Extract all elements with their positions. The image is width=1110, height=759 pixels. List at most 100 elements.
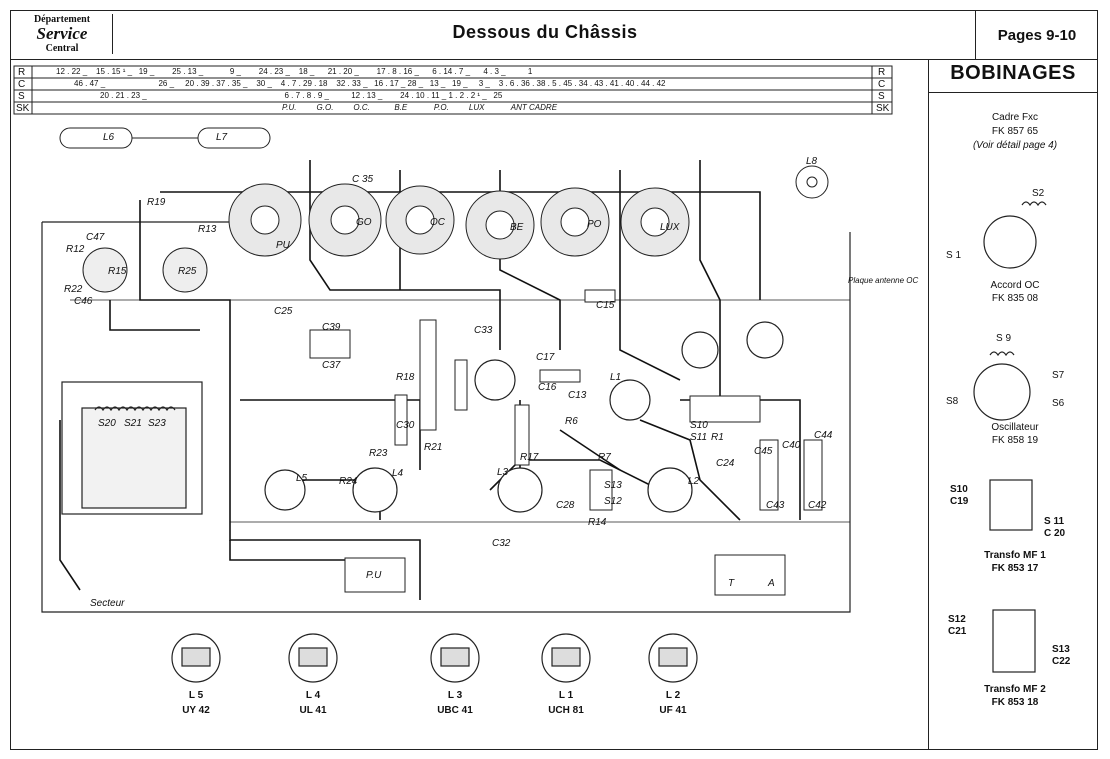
label-pu-switch: PU: [276, 240, 290, 251]
divider: [928, 92, 1098, 93]
label-c46: C46: [74, 296, 93, 307]
header: Département Service Central: [10, 10, 1098, 60]
mf1-s10: S10: [950, 484, 968, 495]
code-row-sk-codes: P.U. G.O. O.C. B.E P.O. LUX ANT CADRE: [282, 103, 558, 112]
tube-l3-ref: L 3: [447, 690, 463, 701]
tube-l4-type: UL 41: [299, 705, 327, 716]
osc-s6: S6: [1052, 398, 1065, 409]
label-r15: R15: [108, 266, 127, 277]
mf1-ref: FK 853 17: [991, 563, 1039, 574]
label-lux: LUX: [660, 222, 680, 233]
label-r6: R6: [565, 416, 578, 427]
label-po: PO: [587, 219, 602, 230]
code-row-s-codes: 20 . 21 . 23 _ 6 . 7 . 8 . 9 _ 12 . 13 _…: [100, 91, 503, 100]
label-oc: OC: [430, 217, 445, 228]
accord-s2: S2: [1032, 188, 1045, 199]
code-row-r-label: R: [18, 67, 26, 78]
code-row-r-codes: 12 . 22 _ 15 . 15 ¹ _ 19 _ 25 . 13 _ 9 _…: [56, 67, 533, 76]
mf1-name: Transfo MF 1: [984, 550, 1046, 561]
code-row-c-label: C: [18, 79, 26, 90]
osc-ref: FK 858 19: [991, 435, 1039, 446]
label-l2: L2: [688, 476, 700, 487]
label-plaque: Plaque antenne OC: [848, 276, 919, 285]
label-r18: R18: [396, 372, 415, 383]
dept-line-3: Central: [45, 43, 79, 54]
label-c28: C28: [556, 500, 575, 511]
bobinages-title: BOBINAGES: [950, 62, 1076, 84]
label-c39: C39: [322, 322, 341, 333]
label-s11: S11: [690, 432, 708, 443]
label-r23: R23: [369, 448, 388, 459]
label-c33: C33: [474, 325, 493, 336]
tube-l3-type: UBC 41: [437, 705, 473, 716]
accord-s1: S 1: [946, 250, 962, 261]
accord-name: Accord OC: [990, 280, 1040, 291]
label-l7: L7: [216, 132, 228, 143]
code-row-sk-label: SK: [16, 103, 30, 114]
label-c45: C45: [754, 446, 773, 457]
label-s20: S20: [98, 418, 116, 429]
label-r22: R22: [64, 284, 83, 295]
label-l1: L1: [610, 372, 622, 383]
accord-ref: FK 835 08: [991, 293, 1039, 304]
label-s13: S13: [604, 480, 622, 491]
label-c43: C43: [766, 500, 785, 511]
label-c32: C32: [492, 538, 511, 549]
label-s10: S10: [690, 420, 708, 431]
department-block: Département Service Central: [12, 14, 113, 54]
dept-line-1: Département: [33, 14, 91, 25]
label-secteur: Secteur: [90, 598, 125, 609]
mf1-c19: C19: [950, 496, 969, 507]
label-l4: L4: [392, 468, 404, 479]
page-numbers: Pages 9-10: [975, 10, 1098, 60]
label-c30: C30: [396, 420, 415, 431]
label-r14: R14: [588, 517, 607, 528]
cadre-line-2: FK 857 65: [991, 126, 1039, 137]
label-pu-socket: P.U: [366, 570, 382, 581]
label-c15: C15: [596, 300, 615, 311]
label-c42: C42: [808, 500, 827, 511]
label-c47: C47: [86, 232, 105, 243]
mf1-c20: C 20: [1044, 528, 1066, 539]
label-l3: L3: [497, 467, 509, 478]
label-r13: R13: [198, 224, 217, 235]
cadre-line-1: Cadre Fxc: [991, 112, 1039, 123]
label-c16: C16: [538, 382, 557, 393]
label-c25: C25: [274, 306, 293, 317]
label-r7: R7: [598, 452, 611, 463]
label-l8: L8: [806, 156, 818, 167]
cadre-line-3: (Voir détail page 4): [972, 140, 1058, 151]
osc-s9: S 9: [996, 333, 1012, 344]
page-title: Dessous du Châssis: [452, 22, 638, 42]
osc-s8: S8: [946, 396, 959, 407]
label-r12: R12: [66, 244, 85, 255]
code-row-s-label: S: [18, 91, 25, 102]
label-c24: C24: [716, 458, 735, 469]
mf1-s11: S 11: [1044, 516, 1065, 527]
label-l5: L5: [296, 473, 308, 484]
label-c44: C44: [814, 430, 833, 441]
page-frame: [10, 10, 1098, 750]
tube-l5-ref: L 5: [188, 690, 204, 701]
tube-l2-ref: L 2: [665, 690, 681, 701]
code-row-r-label-right: R: [878, 67, 886, 78]
label-s12: S12: [604, 496, 622, 507]
tube-l1-type: UCH 81: [548, 705, 584, 716]
label-c13: C13: [568, 390, 587, 401]
label-r25: R25: [178, 266, 197, 277]
mf2-ref: FK 853 18: [991, 697, 1039, 708]
code-row-sk-label-right: SK: [876, 103, 890, 114]
mf2-c21: C21: [948, 626, 967, 637]
dept-line-2: Service: [36, 24, 88, 43]
label-c37: C37: [322, 360, 341, 371]
label-s23: S23: [148, 418, 166, 429]
code-row-s-label-right: S: [878, 91, 885, 102]
label-be: BE: [510, 222, 524, 233]
bobinages-panel: [928, 60, 1098, 750]
tube-l5-type: UY 42: [182, 705, 210, 716]
label-a: A: [768, 578, 775, 589]
osc-name: Oscillateur: [991, 422, 1039, 433]
label-r24: R24: [339, 476, 358, 487]
label-r21: R21: [424, 442, 443, 453]
label-t: T: [728, 578, 735, 589]
